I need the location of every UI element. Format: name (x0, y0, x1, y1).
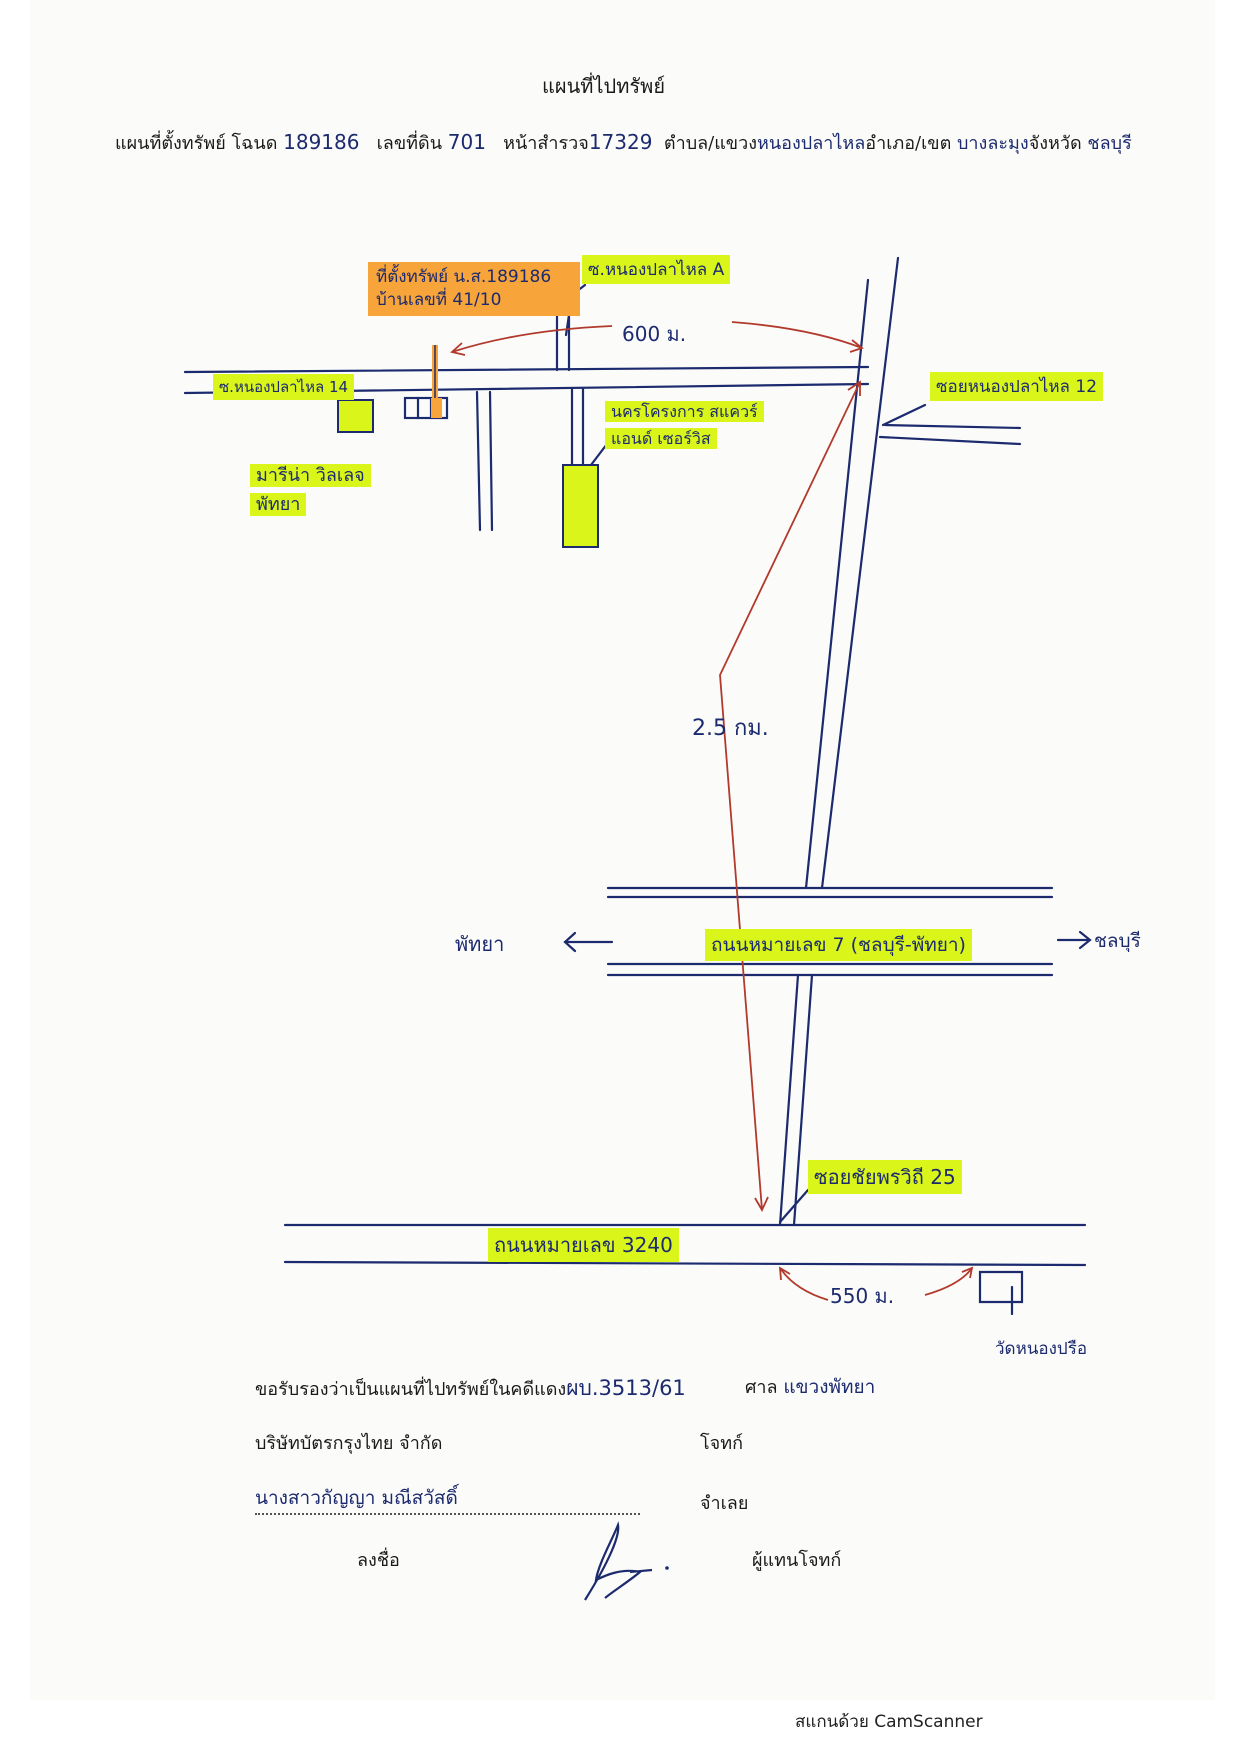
distance-600-arrow-left (451, 325, 613, 353)
survey-label: หน้าสำรวจ (503, 133, 589, 154)
camscanner-footer: สแกนด้วย CamScanner (795, 1712, 983, 1732)
distance-550-arrow-left (779, 1267, 829, 1301)
label-marina-2: พัทยา (250, 492, 307, 516)
distance-550-arrow-right (924, 1267, 973, 1296)
map-title: แผนที่ไปทรัพย์ (542, 74, 666, 98)
land-no: 701 (447, 130, 486, 154)
court-label: ศาล (745, 1377, 778, 1398)
signature (584, 1521, 653, 1601)
label-soi-25: ซอยชัยพรวิถี 25 (808, 1160, 962, 1194)
court-line: ศาล แขวงพัทยา (745, 1372, 875, 1402)
office-building (562, 464, 599, 548)
label-office-1: นครโครงการ สแควร์ (605, 401, 764, 422)
marina-building (337, 399, 374, 433)
property-label: ที่ตั้งทรัพย์ น.ส.189186 บ้านเลขที่ 41/1… (368, 262, 580, 316)
label-soi-14: ซ.หนองปลาไหล 14 (213, 374, 355, 400)
distance-600-arrow-right (731, 321, 863, 349)
label-pattaya: พัทยา (455, 932, 505, 956)
label-chonburi: ชลบุรี (1094, 930, 1141, 952)
sign-label: ลงชื่อ (357, 1550, 400, 1571)
label-road-3240: ถนนหมายเลข 3240 (488, 1228, 679, 1262)
pointer-soi12 (881, 403, 927, 427)
label-soi-12: ซอยหนองปลาไหล 12 (930, 372, 1104, 401)
road-main-left-upper (804, 278, 870, 890)
road-main-right-upper (820, 256, 900, 890)
road-3240-bottom (283, 1260, 1087, 1267)
defendant-name: นางสาวกัญญา มณีสวัสดิ์ (255, 1483, 640, 1515)
road-soi12-top (883, 423, 1022, 430)
temple-marker (978, 1270, 1024, 1304)
label-office: นครโครงการ สแควร์ แอนด์ เซอร์วิส (605, 398, 764, 452)
case-no: ผบ.3513/61 (566, 1376, 686, 1400)
province: ชลบุรี (1087, 133, 1132, 154)
label-soi-a: ซ.หนองปลาไหล A (582, 255, 731, 284)
company-name: บริษัทบัตรกรุงไทย จำกัด (255, 1433, 443, 1454)
subdistrict: หนองปลาไหล (757, 133, 866, 154)
road-main-right-lower (792, 973, 814, 1227)
label-dist-25: 2.5 กม. (692, 716, 769, 741)
road-soi12-bottom (878, 435, 1022, 446)
agent-label: ผู้แทนโจทก์ (752, 1550, 842, 1571)
road-soi14-top (183, 365, 870, 374)
deed-no: 189186 (283, 130, 360, 154)
survey-no: 17329 (588, 130, 653, 154)
deed-label: แผนที่ตั้งทรัพย์ โฉนด (115, 133, 278, 154)
plaintiff-label: โจทก์ (700, 1433, 743, 1454)
pointer-soi25 (778, 1188, 810, 1224)
road-side-1a (475, 390, 482, 532)
court-name: แขวงพัทยา (783, 1376, 876, 1398)
road-side-1b (488, 390, 494, 532)
label-highway-7: ถนนหมายเลข 7 (ชลบุรี-พัทยา) (705, 929, 972, 961)
cert-statement: ขอรับรองว่าเป็นแผนที่ไปทรัพย์ในคดีแดงผบ.… (255, 1372, 686, 1405)
property-label-line2: บ้านเลขที่ 41/10 (376, 289, 502, 310)
province-label: จังหวัด (1028, 133, 1082, 154)
cert-statement-text: ขอรับรองว่าเป็นแผนที่ไปทรัพย์ในคดีแดง (255, 1379, 567, 1400)
label-temple: วัดหนองปรือ (995, 1339, 1088, 1359)
land-no-label: เลขที่ดิน (376, 133, 443, 154)
label-marina-1: มารีน่า วิลเลจ (250, 464, 371, 487)
label-office-2: แอนด์ เซอร์วิส (605, 428, 717, 450)
road-main-left-lower (778, 973, 800, 1227)
defendant-label: จำเลย (700, 1493, 749, 1514)
label-marina: มารีน่า วิลเลจ พัทยา (250, 462, 371, 520)
distance-25-arrow (719, 381, 861, 1211)
label-dist-600: 600 ม. (622, 322, 687, 346)
district: บางละมุง (957, 133, 1029, 154)
property-highlight (431, 398, 442, 418)
property-block (403, 396, 449, 420)
deed-header: แผนที่ตั้งทรัพย์ โฉนด 189186 เลขที่ดิน 7… (115, 128, 1132, 157)
district-label: อำเภอ/เขต (865, 133, 952, 154)
label-dist-550: 550 ม. (830, 1284, 895, 1308)
property-label-line1: ที่ตั้งทรัพย์ น.ส.189186 (376, 267, 552, 287)
subdistrict-label: ตำบล/แขวง (663, 133, 758, 154)
